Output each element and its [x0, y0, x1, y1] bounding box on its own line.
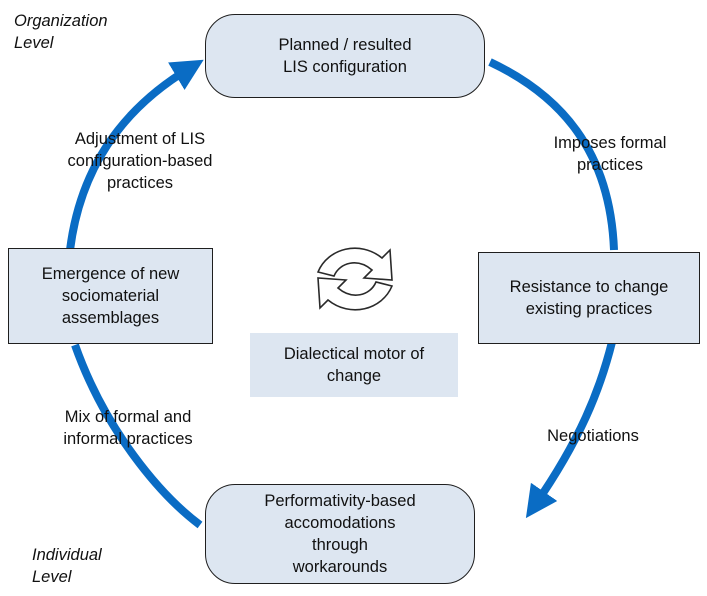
node-performativity-accommodations: Performativity-based accomodations throu…	[205, 484, 475, 584]
edge-label-negotiations: Negotiations	[547, 427, 639, 445]
arc-bottom-left	[71, 343, 203, 529]
arc-top-right	[488, 58, 618, 251]
individual-level-label: Individual Level	[32, 546, 102, 586]
node-resistance-to-change: Resistance to change existing practices	[478, 252, 700, 344]
organization-level-label: Organization Level	[14, 12, 108, 52]
cycle-arrows-icon	[316, 247, 394, 311]
arc-right-bottom	[525, 341, 616, 519]
node-planned-configuration: Planned / resulted LIS configuration	[205, 14, 485, 98]
arc-left-top	[66, 59, 204, 251]
node-emergence-assemblages: Emergence of new sociomaterial assemblag…	[8, 248, 213, 344]
edge-label-imposes-formal-practices: Imposes formal practices	[553, 134, 667, 174]
edge-label-adjustment-practices: Adjustment of LIS configuration-based pr…	[67, 130, 213, 192]
center-dialectical-motor: Dialectical motor of change	[250, 333, 458, 397]
edge-label-mix-practices: Mix of formal and informal practices	[63, 408, 193, 448]
